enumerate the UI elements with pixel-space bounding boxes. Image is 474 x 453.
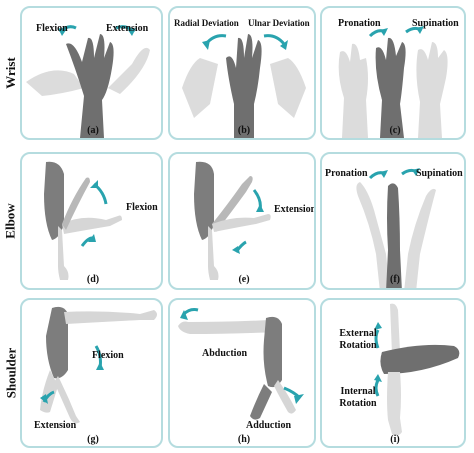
elbow-flexion-illustration bbox=[44, 161, 122, 280]
label-supination: Supination bbox=[412, 18, 459, 29]
wrist-flexion-extension-illustration bbox=[26, 25, 150, 138]
panel-shoulder-rotation: External Rotation Internal Rotation (i) bbox=[320, 298, 466, 448]
caption-h: (h) bbox=[237, 434, 251, 445]
wrist-deviation-illustration bbox=[182, 34, 306, 138]
shoulder-abduction-adduction-illustration bbox=[178, 308, 304, 420]
label-ulnar-deviation: Ulnar Deviation bbox=[248, 18, 310, 28]
label-external-rotation: External Rotation bbox=[339, 328, 377, 351]
shoulder-rotation-illustration bbox=[374, 303, 460, 436]
panel-elbow-flexion: Flexion (d) bbox=[20, 152, 163, 290]
caption-b: (b) bbox=[237, 125, 251, 136]
panel-shoulder-abduction-adduction: Abduction Adduction (h) bbox=[168, 298, 316, 448]
row-label-wrist: Wrist bbox=[3, 57, 19, 89]
row-label-elbow: Elbow bbox=[3, 203, 18, 239]
label-pronation: Pronation bbox=[338, 18, 381, 29]
label-radial-deviation: Radial Deviation bbox=[174, 18, 239, 28]
caption-e: (e) bbox=[238, 274, 250, 285]
label-flexion: Flexion bbox=[36, 23, 68, 34]
caption-g: (g) bbox=[87, 434, 99, 445]
panel-wrist-deviation: Radial Deviation Ulnar Deviation (b) bbox=[168, 6, 316, 140]
caption-d: (d) bbox=[86, 274, 100, 285]
panel-wrist-pronation-supination: Pronation Supination (c) bbox=[320, 6, 466, 140]
caption-c: (c) bbox=[389, 125, 401, 136]
forearm-rotation-illustration bbox=[356, 168, 436, 288]
label-forearm-supination: Supination bbox=[416, 168, 463, 179]
label-shoulder-flexion: Flexion bbox=[92, 350, 124, 361]
label-shoulder-adduction: Adduction bbox=[246, 420, 292, 431]
caption-i: (i) bbox=[390, 434, 400, 445]
label-shoulder-abduction: Abduction bbox=[202, 348, 248, 359]
elbow-extension-illustration bbox=[194, 161, 271, 280]
label-elbow-flexion: Flexion bbox=[126, 202, 158, 213]
label-elbow-extension: Extension bbox=[274, 204, 316, 215]
panel-wrist-flexion-extension: Flexion Extension (a) bbox=[20, 6, 163, 140]
label-internal-rotation: Internal Rotation bbox=[339, 386, 377, 409]
panel-elbow-extension: Extension (e) bbox=[168, 152, 316, 290]
panel-shoulder-flexion-extension: Flexion Extension (g) bbox=[20, 298, 163, 448]
label-shoulder-extension: Extension bbox=[34, 420, 77, 431]
label-extension: Extension bbox=[106, 23, 149, 34]
panel-forearm-pronation-supination: Pronation Supination (f) bbox=[320, 152, 466, 290]
wrist-rotation-illustration bbox=[338, 26, 448, 138]
label-forearm-pronation: Pronation bbox=[325, 168, 368, 179]
caption-a: (a) bbox=[87, 125, 99, 136]
caption-f: (f) bbox=[390, 274, 400, 285]
row-label-shoulder: Shoulder bbox=[3, 347, 19, 399]
shoulder-flexion-extension-illustration bbox=[40, 306, 157, 424]
